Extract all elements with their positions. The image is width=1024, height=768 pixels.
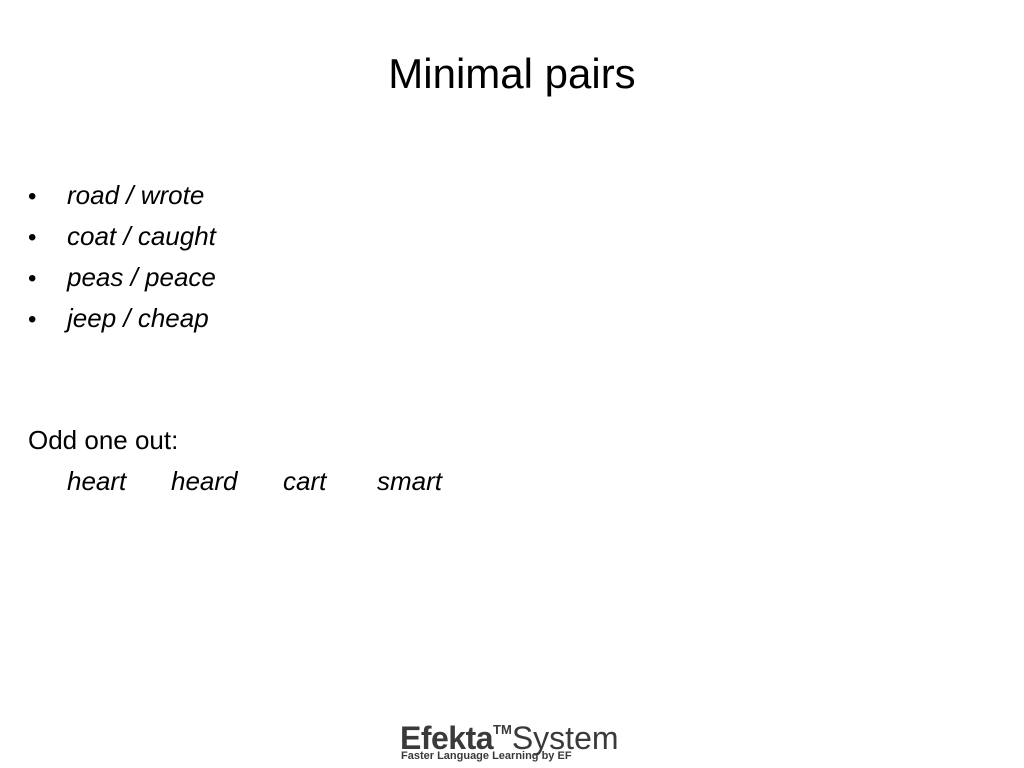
bullet-icon: • (28, 183, 37, 210)
bullet-icon: • (28, 265, 37, 292)
logo-wordmark: EfektaTMSystem (400, 710, 619, 765)
pair-text: peas / peace (67, 262, 216, 292)
slide-title: Minimal pairs (388, 50, 636, 97)
odd-word: cart (283, 466, 327, 496)
list-item: • jeep / cheap (28, 298, 216, 339)
list-item: • road / wrote (28, 175, 216, 216)
minimal-pairs-list: • road / wrote • coat / caught • peas / … (28, 175, 216, 339)
efekta-logo: EfektaTMSystem Faster Language Learning … (400, 710, 630, 766)
logo-trademark: TM (493, 722, 512, 737)
pair-text: coat / caught (67, 221, 216, 251)
pair-text: road / wrote (67, 180, 205, 210)
list-item: • peas / peace (28, 257, 216, 298)
pair-text: jeep / cheap (67, 303, 209, 333)
bullet-icon: • (28, 224, 37, 251)
odd-word: heart (67, 466, 127, 496)
bullet-icon: • (28, 306, 37, 333)
list-item: • coat / caught (28, 216, 216, 257)
odd-word: heard (171, 466, 238, 496)
odd-word: smart (377, 466, 442, 496)
odd-one-out-heading: Odd one out: (28, 425, 179, 455)
logo-brand: Efekta (400, 720, 494, 756)
logo-tagline: Faster Language Learning by EF (401, 750, 572, 762)
logo-product: System (511, 720, 619, 756)
